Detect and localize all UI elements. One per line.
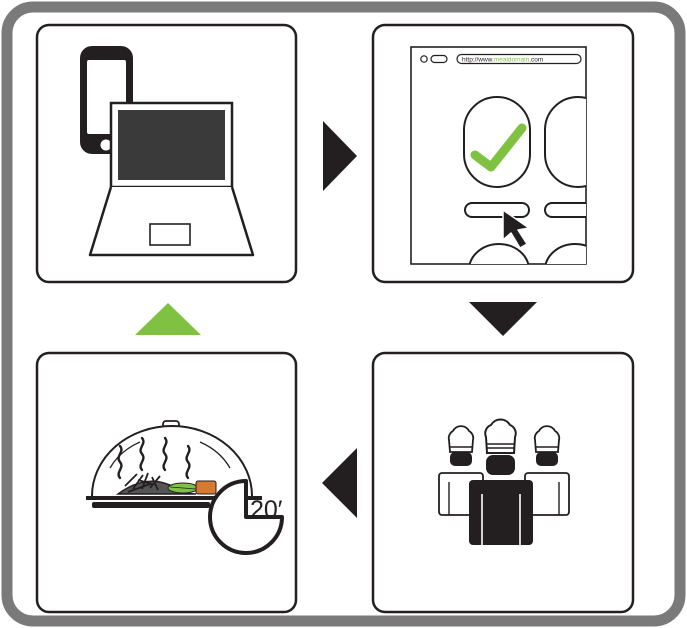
menu-card-button-selected [465, 203, 529, 217]
url-suffix: .com [529, 57, 543, 64]
panel-served-dish: 20′ [37, 353, 296, 612]
panel-devices [37, 25, 296, 282]
browser-window: http://www.mealdomain.com [411, 47, 611, 296]
laptop-icon [90, 103, 253, 255]
address-bar-url: http://www.mealdomain.com [462, 57, 543, 64]
panel-web-order: http://www.mealdomain.com [373, 25, 633, 296]
panel-chefs [373, 353, 633, 612]
url-domain: mealdomain [494, 57, 530, 64]
timer-label: 20′ [250, 496, 283, 524]
url-prefix: http://www. [462, 57, 494, 64]
menu-card-selected [464, 97, 530, 187]
